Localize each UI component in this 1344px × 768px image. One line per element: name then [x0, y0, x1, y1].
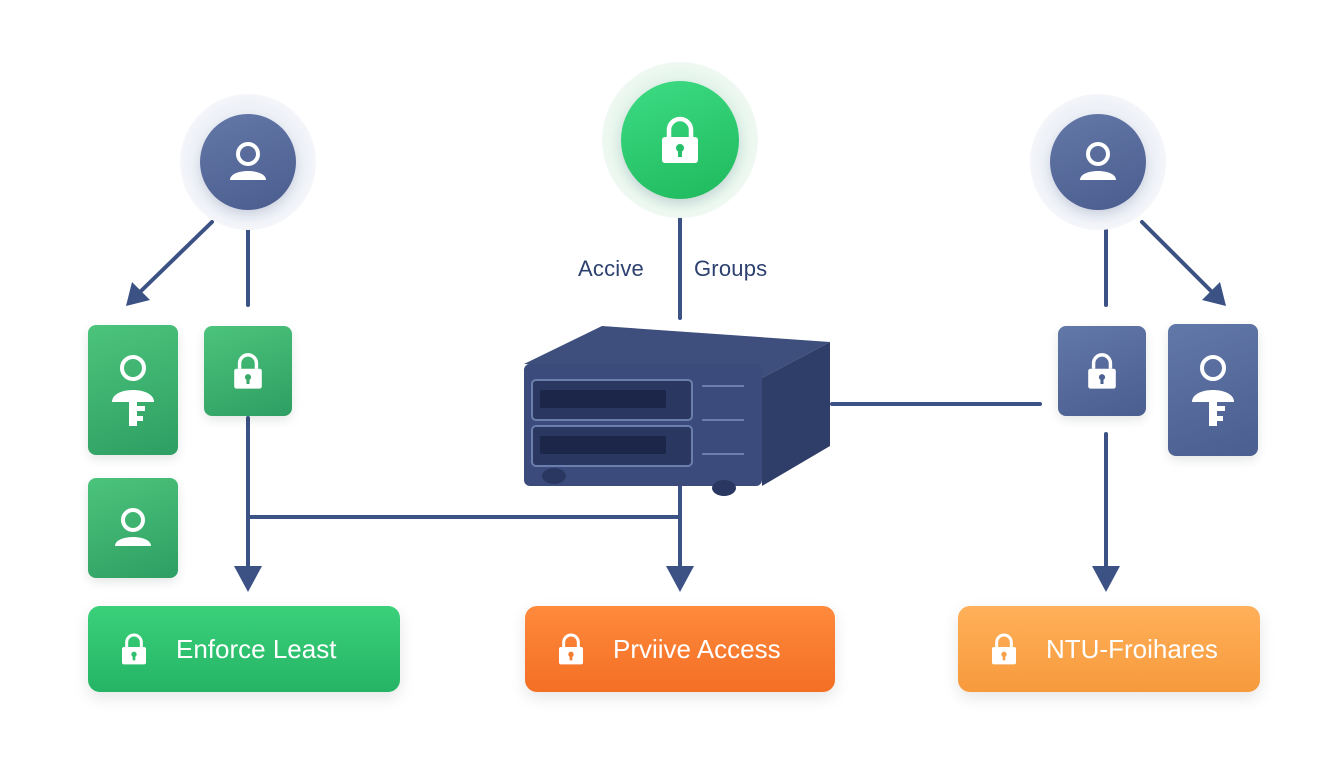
user-icon	[115, 508, 151, 546]
left-user-tile[interactable]	[88, 478, 178, 578]
ntu-froihares-label: NTU-Froihares	[1046, 633, 1218, 664]
left-user-node[interactable]	[180, 94, 316, 230]
user-key-icon	[112, 355, 154, 426]
arrow-down-icon	[126, 282, 150, 306]
right-lock-tile[interactable]	[1058, 326, 1146, 416]
connector-right-diagonal	[1140, 220, 1214, 294]
left-user-key-tile[interactable]	[88, 325, 178, 455]
lock-icon	[234, 353, 262, 389]
label-accive: Accive	[578, 256, 644, 281]
left-lock-tile[interactable]	[204, 326, 292, 416]
arrow-down-icon	[1092, 566, 1120, 592]
lock-icon	[1088, 353, 1116, 389]
server-icon[interactable]	[518, 320, 838, 500]
prviive-access-label: Prviive Access	[613, 633, 781, 664]
lock-icon	[662, 116, 698, 163]
user-key-icon	[1192, 355, 1234, 426]
right-user-node[interactable]	[1030, 94, 1166, 230]
arrow-down-icon	[1202, 282, 1226, 306]
right-user-key-tile[interactable]	[1168, 324, 1258, 456]
lock-icon	[984, 629, 1024, 669]
arrow-down-icon	[666, 566, 694, 592]
lock-icon	[551, 629, 591, 669]
prviive-access-button[interactable]: Prviive Access	[525, 606, 835, 692]
connector-left-diagonal	[138, 220, 214, 294]
arrow-down-icon	[234, 566, 262, 592]
ntu-froihares-button[interactable]: NTU-Froihares	[958, 606, 1260, 692]
user-icon	[230, 142, 266, 180]
label-groups: Groups	[694, 256, 768, 281]
enforce-least-label: Enforce Least	[176, 633, 337, 664]
enforce-least-button[interactable]: Enforce Least	[88, 606, 400, 692]
user-icon	[1080, 142, 1116, 180]
lock-icon	[114, 629, 154, 669]
center-lock-node[interactable]	[602, 62, 758, 218]
